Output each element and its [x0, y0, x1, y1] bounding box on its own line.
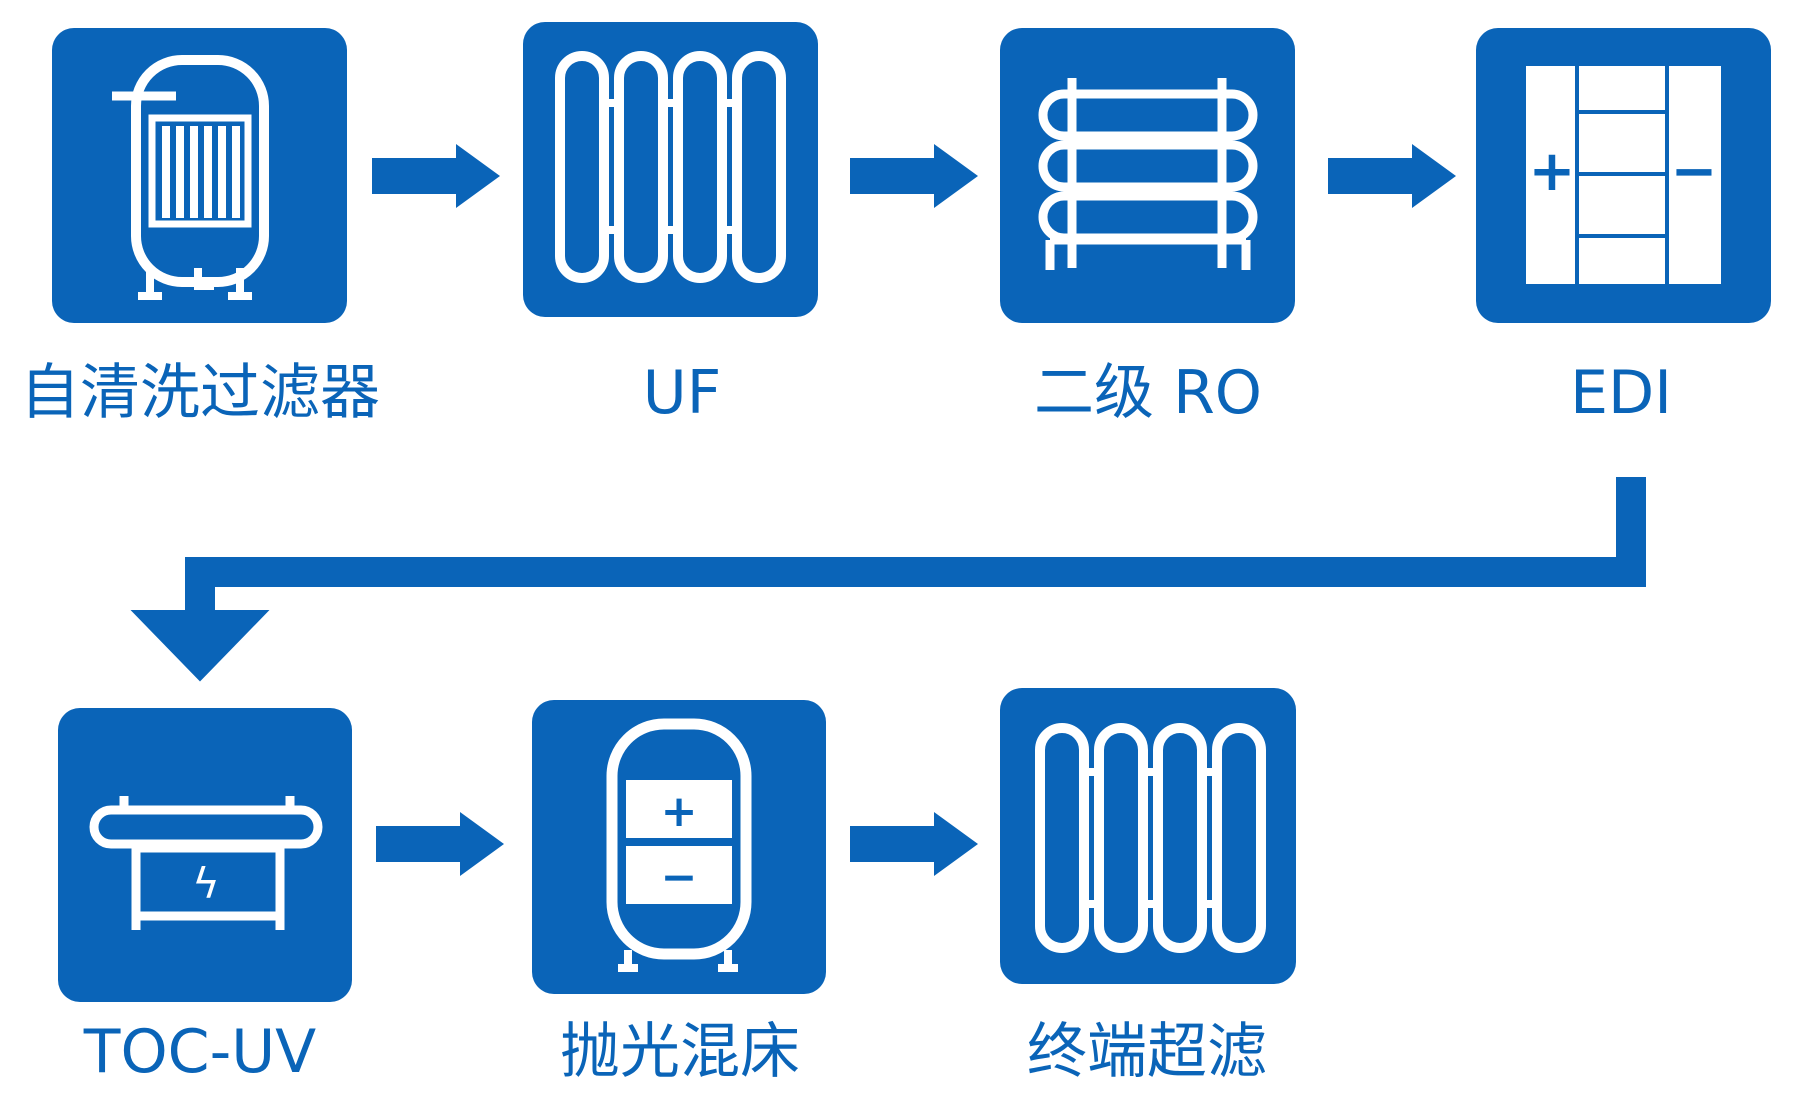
arrow-right — [850, 812, 978, 876]
uf-membrane-icon — [555, 51, 786, 283]
uv-lightning-symbol: ϟ — [192, 859, 220, 908]
step-uf — [523, 22, 818, 317]
step-label: 自清洗过滤器 — [20, 358, 380, 428]
arrow-right — [850, 144, 978, 208]
row2-arrows — [376, 812, 978, 876]
arrow-down — [166, 622, 234, 660]
step-edi: + − — [1476, 28, 1771, 323]
step-label: 终端超滤 — [1027, 1017, 1267, 1087]
arrow-right — [376, 812, 504, 876]
step-label: 二级 RO — [1034, 358, 1262, 428]
arrow-right — [1328, 144, 1456, 208]
row1-arrows — [372, 144, 1456, 208]
step-tile — [58, 708, 352, 1002]
edi-minus-sign: − — [1671, 139, 1718, 204]
return-connector-line — [130, 477, 1646, 682]
step-label: UF — [642, 358, 722, 428]
self-cleaning-filter-tank-icon — [112, 55, 269, 300]
step-label: TOC-UV — [83, 1017, 317, 1087]
step-tile — [52, 28, 347, 323]
step-two-stage-ro — [1000, 28, 1295, 323]
step-polishing-mixed-bed: + − — [532, 700, 826, 994]
step-tile — [523, 22, 818, 317]
step-label: 抛光混床 — [560, 1017, 800, 1087]
mixed-bed-tank-icon: + − — [606, 718, 752, 972]
step-toc-uv: ϟ — [58, 708, 352, 1002]
step-terminal-uf — [1000, 688, 1296, 984]
arrow-right — [372, 144, 500, 208]
uv-reactor-icon — [89, 796, 323, 930]
step-label: EDI — [1570, 358, 1672, 428]
edi-plus-sign: + — [1529, 139, 1576, 204]
mixed-bed-minus-sign: − — [661, 852, 698, 903]
mixed-bed-plus-sign: + — [661, 786, 698, 837]
step-self-cleaning-filter — [52, 28, 347, 323]
terminal-uf-membrane-icon — [1035, 723, 1266, 953]
ro-membrane-rack-icon — [1038, 78, 1258, 270]
edi-module-icon: + − — [1526, 66, 1721, 284]
